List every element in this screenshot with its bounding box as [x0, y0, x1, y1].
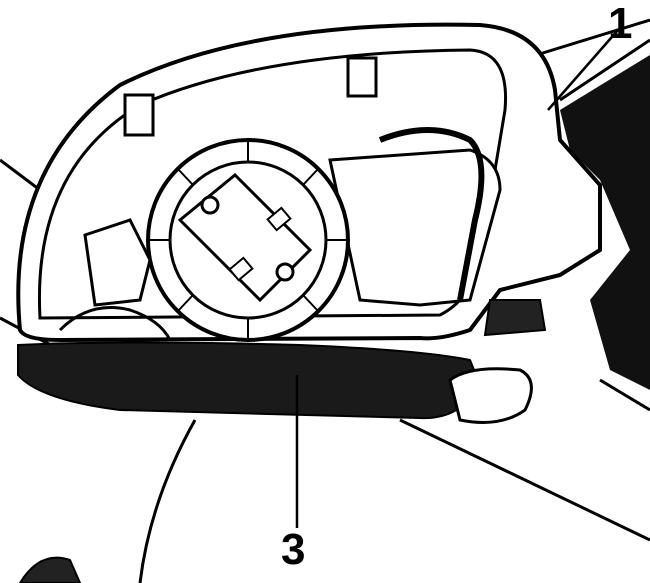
plate-slot-2 [228, 256, 254, 282]
leader-line-1 [547, 29, 619, 111]
callout-number-1: 1 [608, 0, 633, 48]
gasket-seal [17, 341, 482, 420]
wire-harness [58, 306, 172, 341]
rear-bracket [328, 148, 502, 307]
mount-spring [483, 299, 547, 337]
ring-teeth [148, 140, 348, 340]
screw-2 [275, 262, 295, 282]
door-panel-line [138, 419, 197, 583]
handle-detail [18, 556, 82, 583]
window-glass [560, 55, 650, 390]
callout-number-3: 3 [281, 525, 306, 574]
plate-slot-1 [266, 206, 292, 232]
cable-loop [378, 127, 485, 301]
clip-top-left [123, 93, 155, 137]
mount-base [448, 367, 533, 424]
screw-1 [200, 195, 220, 215]
clip-top-right [346, 56, 378, 98]
left-mechanism [83, 218, 152, 307]
